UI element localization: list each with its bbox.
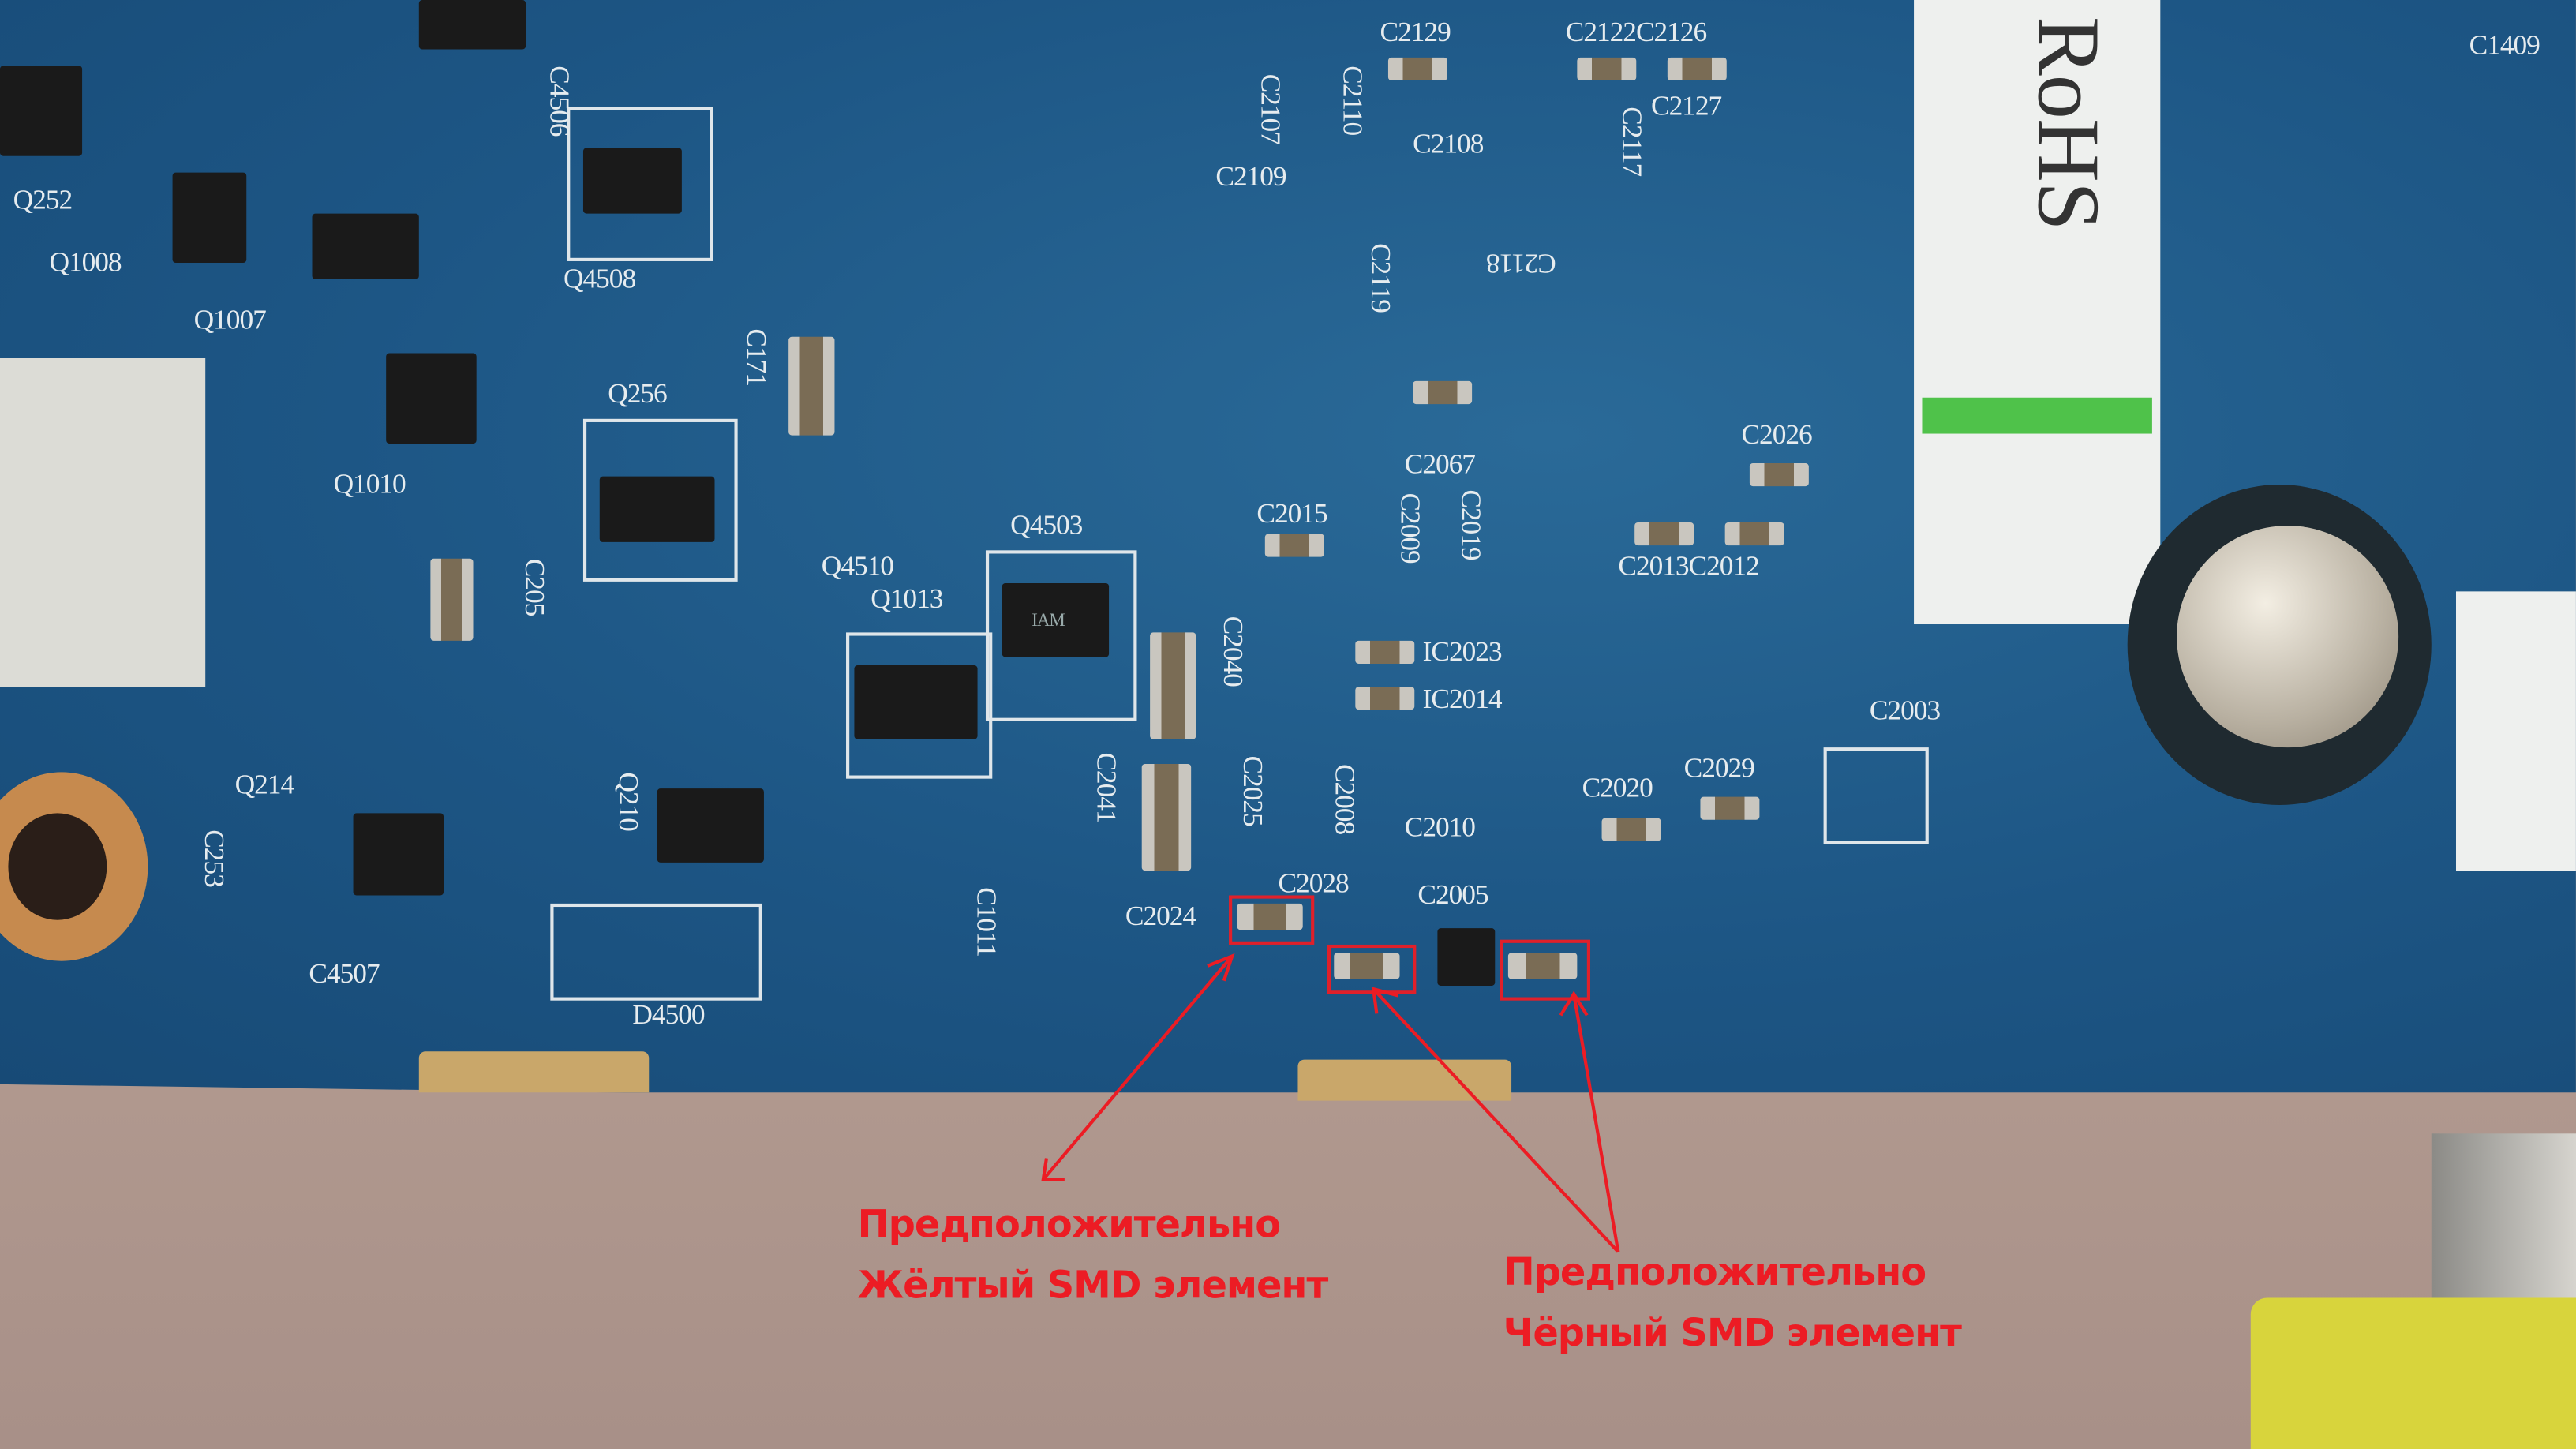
transistor (582, 148, 682, 214)
silk-label: Q1010 (333, 468, 406, 500)
annotation-line: Чёрный SMD элемент (1503, 1312, 1962, 1356)
transistor (657, 788, 764, 863)
silk-label: C1409 (2469, 29, 2540, 62)
silk-label: C2122C2126 (1565, 16, 1707, 48)
annotation-yellow-smd: Предположительно Жёлтый SMD элемент (857, 1196, 1329, 1317)
silk-label: C2003 (1869, 695, 1941, 727)
silk-label: Q214 (234, 769, 295, 800)
annotation-black-smd: Предположительно Чёрный SMD элемент (1503, 1244, 1962, 1365)
footprint-outline (985, 550, 1137, 721)
silk-label: IC2014 (1422, 683, 1503, 715)
footprint-outline (567, 107, 713, 261)
footprint-outline (846, 632, 993, 779)
arrowhead (1041, 1158, 1065, 1181)
chip-marking: IAM (1032, 611, 1065, 631)
silk-label: Q1013 (871, 582, 943, 615)
transistor (854, 665, 978, 739)
circuit-board: RoHS C2129 C2122C2126 C2107 C2110 C2108 (0, 0, 2576, 1093)
silk-label: C2127 (1651, 90, 1722, 122)
capacitor (1264, 534, 1324, 557)
silk-label: C2005 (1417, 878, 1488, 911)
arrow-yellow (1042, 955, 1234, 1181)
silk-label: Q252 (13, 184, 73, 215)
silk-label: Q4510 (821, 550, 894, 582)
arrowhead (1371, 987, 1398, 1014)
footprint-outline (1823, 747, 1929, 844)
yellow-part (2250, 1297, 2576, 1449)
annotation-line: Предположительно (857, 1204, 1282, 1247)
highlight-black-smd-2 (1500, 939, 1590, 1001)
capacitor (1355, 640, 1415, 664)
annotation-line: Предположительно (1503, 1252, 1927, 1295)
transistor (599, 476, 715, 542)
silk-label: D4500 (632, 998, 705, 1031)
footprint-outline (550, 903, 762, 1001)
silk-label: C2067 (1404, 448, 1476, 480)
silk-label: Q4508 (563, 263, 636, 294)
silk-label: C2109 (1215, 160, 1286, 193)
silk-label: Q4503 (1010, 509, 1083, 541)
capacitor (1150, 632, 1196, 739)
transistor (386, 353, 477, 444)
capacitor (1237, 903, 1303, 930)
silk-label: C2028 (1278, 867, 1349, 899)
silk-label: Q1007 (193, 304, 267, 335)
capacitor (430, 558, 474, 641)
silk-label: Q256 (608, 377, 668, 410)
arrowhead (1559, 990, 1589, 1017)
silk-label: C4507 (309, 957, 380, 990)
black-smd (1437, 928, 1496, 986)
right-label (2455, 591, 2576, 871)
footprint-outline (582, 418, 738, 582)
highlight-black-smd-1 (1327, 944, 1417, 994)
transistor (0, 66, 83, 156)
capacitor (1667, 57, 1727, 80)
arrowhead (1207, 953, 1235, 982)
edge-connector (418, 1051, 650, 1093)
capacitor (1749, 463, 1809, 487)
connector (0, 358, 206, 687)
silk-label: C2108 (1413, 128, 1484, 159)
capacitor (1724, 522, 1784, 546)
annotation-line: Жёлтый SMD элемент (857, 1264, 1329, 1308)
silk-label: C2024 (1125, 900, 1196, 932)
silk-label: C2015 (1256, 497, 1327, 530)
rohs-sticker (1914, 0, 2161, 625)
capacitor (1601, 818, 1661, 841)
transistor (418, 0, 526, 50)
edge-connector (1297, 1059, 1512, 1101)
capacitor (1577, 57, 1637, 80)
capacitor (1387, 57, 1447, 80)
silk-label: C2020 (1582, 772, 1653, 803)
capacitor (1141, 763, 1192, 871)
hole-center (8, 813, 107, 920)
silk-label: C2010 (1404, 811, 1476, 843)
capacitor (1413, 380, 1473, 405)
transistor (1002, 582, 1110, 657)
transistor (172, 172, 247, 264)
silk-label: C2013C2012 (1618, 550, 1759, 582)
transistor (353, 813, 444, 896)
silk-label: C2029 (1683, 752, 1755, 784)
screw-icon (2177, 526, 2399, 748)
arrow-black-1 (1372, 987, 1619, 1253)
silk-label: IC2023 (1422, 635, 1503, 668)
capacitor (1507, 953, 1578, 979)
green-stripe (1922, 397, 2152, 434)
transistor (312, 213, 419, 279)
silk-label: C2026 (1741, 418, 1812, 451)
capacitor (788, 336, 835, 436)
capacitor (1634, 522, 1694, 546)
arrow-black-2 (1572, 994, 1620, 1252)
silk-label: Q1008 (49, 246, 122, 278)
silk-label: C2129 (1380, 16, 1451, 48)
highlight-yellow-smd (1229, 895, 1315, 945)
capacitor (1700, 796, 1760, 820)
capacitor (1355, 687, 1415, 710)
capacitor (1334, 953, 1400, 979)
